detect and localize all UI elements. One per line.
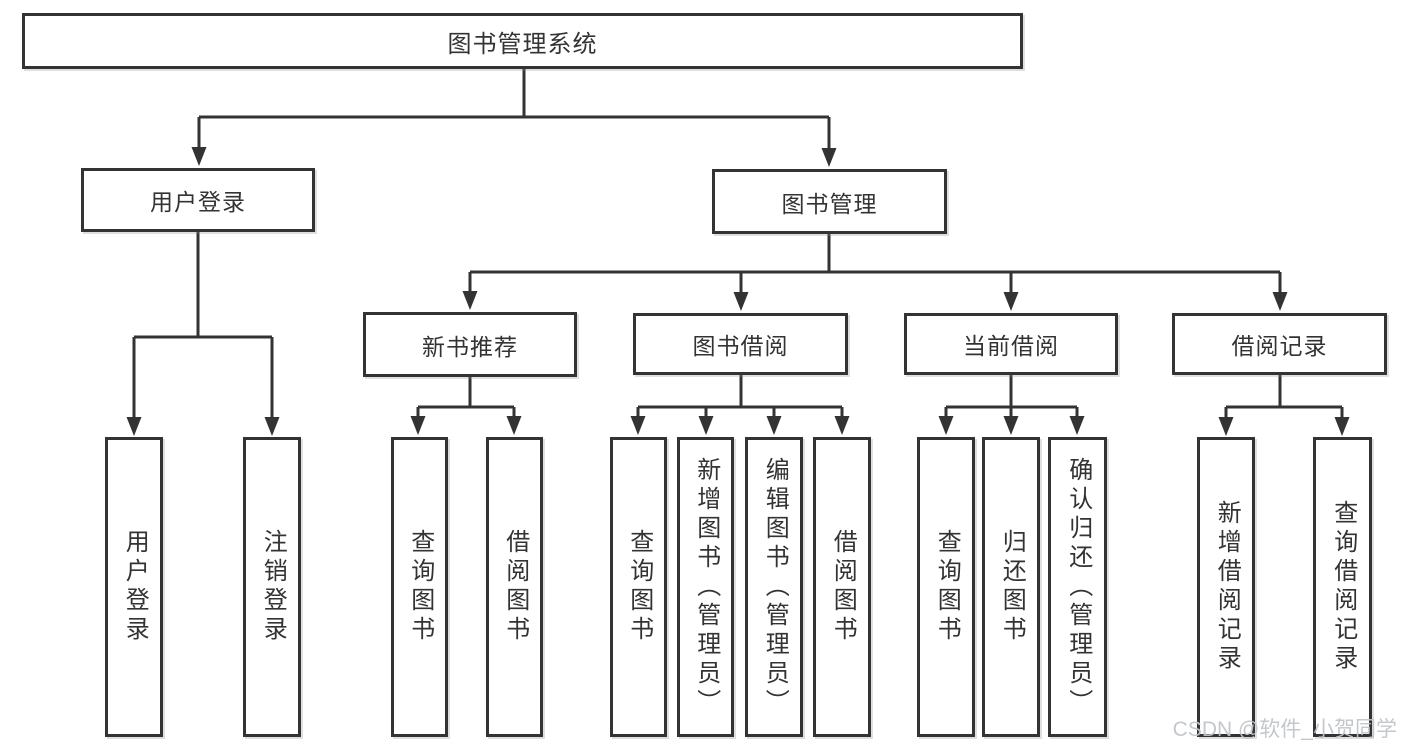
arrowhead [1272,292,1288,311]
leaf-query-borrow-record: 查询借阅记录 [1313,437,1372,737]
arrowhead [834,416,850,435]
arrowhead [733,292,749,311]
node-label: 查询图书 [933,529,961,645]
arrowhead [126,417,142,436]
leaf-borrow-books-recommend: 借阅图书 [486,437,543,737]
node-label: 用户登录 [150,189,246,215]
node-user-login: 用户登录 [81,168,315,232]
leaf-edit-book-admin: 编辑图书（管理员） [745,437,803,737]
node-library-management-system: 图书管理系统 [22,13,1023,69]
leaf-query-books-recommend: 查询图书 [391,437,448,737]
arrowhead [264,417,280,436]
node-label: 借阅图书 [829,529,857,645]
node-book-management: 图书管理 [712,169,947,234]
node-label: 查询借阅记录 [1329,500,1357,674]
node-label: 图书管理 [781,190,878,217]
arrowhead [191,147,207,166]
node-current-borrow: 当前借阅 [904,313,1118,375]
node-new-book-recommend: 新书推荐 [363,312,577,377]
leaf-add-borrow-record: 新增借阅记录 [1197,437,1255,737]
leaf-confirm-return-admin: 确认归还（管理员） [1048,437,1107,737]
leaf-logout: 注销登录 [243,437,301,737]
node-label: 用户登录 [121,529,149,645]
arrowhead [938,416,954,435]
leaf-query-books-borrow: 查询图书 [610,437,667,737]
arrowhead [630,416,646,435]
node-label: 借阅图书 [501,529,529,645]
arrowhead [1069,416,1085,435]
leaf-borrow-books: 借阅图书 [813,437,871,737]
node-label: 图书借阅 [692,333,789,359]
arrowhead [698,416,714,435]
node-label: 借阅记录 [1231,333,1328,359]
node-borrow-records: 借阅记录 [1172,313,1387,375]
arrowhead [766,416,782,435]
leaf-add-book-admin: 新增图书（管理员） [677,437,734,737]
leaf-user-login: 用户登录 [105,437,163,737]
node-label: 确认归还（管理员） [1064,456,1092,718]
node-label: 归还图书 [998,529,1026,645]
arrowhead [821,148,837,167]
node-label: 当前借阅 [963,333,1059,359]
arrowheads [126,147,1350,436]
connector-path [132,69,1344,420]
node-label: 注销登录 [259,529,287,645]
arrowhead [410,416,426,435]
arrowhead [1003,292,1019,311]
leaf-query-books-current: 查询图书 [917,437,975,737]
node-label: 查询图书 [625,529,653,645]
node-label: 编辑图书（管理员） [761,456,789,718]
node-label: 新增图书（管理员） [692,456,720,718]
node-book-borrow: 图书借阅 [633,313,848,375]
arrowhead [1334,417,1350,436]
node-label: 查询图书 [406,529,434,645]
arrowhead [506,416,522,435]
csdn-watermark: CSDN @软件_小贺同学 [1172,718,1397,741]
node-label: 新增借阅记录 [1213,500,1241,674]
node-label: 新书推荐 [422,333,518,360]
arrowhead [1218,417,1234,436]
arrowhead [1003,416,1019,435]
leaf-return-book: 归还图书 [982,437,1040,737]
node-label: 图书管理系统 [447,30,598,58]
arrowhead [462,291,478,310]
